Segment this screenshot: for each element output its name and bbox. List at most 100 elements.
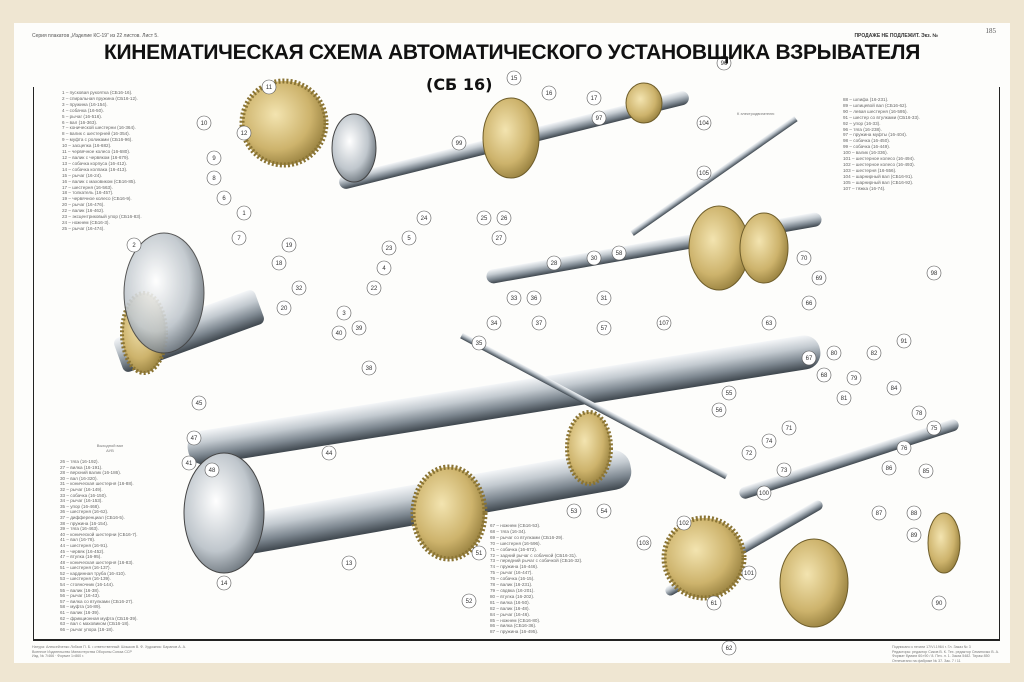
legend-entry: 57 – вилка со втулками (СБ16-27). xyxy=(60,598,134,604)
callout-circle xyxy=(291,280,307,296)
callout-number: 44 xyxy=(326,451,333,457)
callout-circle xyxy=(526,290,542,306)
connecting-rod xyxy=(630,116,798,236)
legend-entry: 35 – упор (16-468). xyxy=(60,503,101,509)
legend-entry: 104 – шарнирный вал (СБ16-91). xyxy=(843,173,914,179)
legend-entry: 45 – червяк (16-452). xyxy=(60,548,105,554)
callout-number: 10 xyxy=(201,121,208,127)
not-for-sale-caption: ПРОДАЖЕ НЕ ПОДЛЕЖИТ. Экз. № xyxy=(854,33,938,39)
callout-circle xyxy=(231,230,247,246)
legend-entry: 22 – валик (16-462). xyxy=(62,208,105,214)
legend-entry: 85 – ножнем (СБ16-80). xyxy=(490,617,541,623)
callout-circle xyxy=(401,230,417,246)
callout-number: 104 xyxy=(699,121,710,127)
callout-circle xyxy=(476,210,492,226)
callout-number: 107 xyxy=(659,321,670,327)
legend-entry: 1 – пусковая рукоятка (СБ16-16). xyxy=(62,90,133,95)
callout-number: 79 xyxy=(851,376,858,382)
callout-number: 57 xyxy=(601,326,608,332)
legend-entry: 15 – рычаг (16-24). xyxy=(62,172,103,178)
legend-entry: 70 – шестерня (16-596). xyxy=(490,540,541,546)
callout-number: 35 xyxy=(476,341,483,347)
callout-number: 17 xyxy=(591,96,598,102)
callout-number: 58 xyxy=(616,251,623,257)
callout-circle xyxy=(191,395,207,411)
callout-number: 53 xyxy=(571,509,578,515)
callout-number: 41 xyxy=(186,461,193,467)
legend-entry: 78 – валик (16-231). xyxy=(490,582,533,588)
callout-circle xyxy=(776,462,792,478)
callout-number: 4 xyxy=(382,266,386,272)
callout-circle xyxy=(836,390,852,406)
callout-circle xyxy=(918,463,934,479)
legend-entry: 76 – собачка (16-15). xyxy=(490,576,535,582)
legend-entry: 10 – засцепка (16-682). xyxy=(62,143,112,149)
legend-entry: 99 – собачка (16-449). xyxy=(843,144,891,150)
callout-circle xyxy=(216,190,232,206)
right-lower-shaft xyxy=(739,419,959,499)
legend-entry: 30 – вал (16-320). xyxy=(60,475,98,481)
legend-entry: 26 – тяга (16-192). xyxy=(60,459,99,464)
lower-right-disc xyxy=(779,538,849,628)
callout-circle xyxy=(811,270,827,286)
legend-entry: 103 – шестерня (16-556). xyxy=(843,167,897,173)
legend-entry: 90 – левая шестерня (16-595). xyxy=(843,108,908,114)
legend-entry: 72 – задний рычаг с собачкой (СБ16-31). xyxy=(490,552,577,558)
legend-entry: 5 – рычаг (16-516). xyxy=(62,113,103,119)
legend-entry: 84 – рычаг (16-46). xyxy=(490,611,531,617)
callout-circle xyxy=(236,125,252,141)
callout-number: 31 xyxy=(601,296,608,302)
callout-number: 55 xyxy=(726,391,733,397)
legend-entry: 96 – тяга (16-238). xyxy=(843,126,882,132)
callout-circle xyxy=(471,335,487,351)
callout-circle xyxy=(361,360,377,376)
callout-circle xyxy=(181,455,197,471)
callout-number: 30 xyxy=(591,256,598,262)
legend-entry: 19 – червячное колесо (СБ16-9). xyxy=(62,196,132,202)
callout-number: 28 xyxy=(551,261,558,267)
flywheel-housing xyxy=(331,113,377,183)
callout-circle xyxy=(721,640,737,656)
legend-entry: 4 – собачка (16-50). xyxy=(62,107,104,113)
callout-circle xyxy=(461,593,477,609)
poster-subtitle: (СБ 16) xyxy=(426,75,493,94)
callout-circle xyxy=(636,535,652,551)
legend-entry: 36 – шестерня (16-62). xyxy=(60,509,109,515)
callout-circle xyxy=(186,430,202,446)
callout-circle xyxy=(711,402,727,418)
callout-number: 86 xyxy=(886,466,893,472)
legend-entry: 55 – валик (16-38). xyxy=(60,587,100,593)
callout-circle xyxy=(926,265,942,281)
callout-number: 5 xyxy=(407,236,411,242)
legend-entry: 100 – валик (16-336). xyxy=(843,150,888,156)
callout-circle xyxy=(761,433,777,449)
legend-entry: 52 – кардинная труба (16-410). xyxy=(60,570,126,576)
callout-number: 70 xyxy=(801,256,808,262)
callout-number: 99 xyxy=(456,141,463,147)
legend-entry: 33 – собачка (16-150). xyxy=(60,492,108,498)
legend-entry: 32 – рычаг (16-149). xyxy=(60,486,103,492)
callout-circle xyxy=(586,90,602,106)
legend-entry: 97 – пружина муфты (16-404). xyxy=(843,132,908,138)
callout-circle xyxy=(756,485,772,501)
callout-circle xyxy=(871,505,887,521)
callout-number: 45 xyxy=(196,401,203,407)
callout-circle xyxy=(906,505,922,521)
callout-circle xyxy=(706,595,722,611)
callout-circle xyxy=(216,575,232,591)
callout-circle xyxy=(721,385,737,401)
top-bevel-gear xyxy=(625,82,663,124)
callout-number: 71 xyxy=(786,426,793,432)
legend-entry: Редакторы: редактор Сиков В. К. Тех. ред… xyxy=(892,649,1000,654)
page-number: 185 xyxy=(985,27,997,35)
callout-circle xyxy=(506,290,522,306)
callout-circle xyxy=(351,320,367,336)
series-caption: Серия плакатов „Изделие КС-19“ из 22 лис… xyxy=(32,33,159,39)
callout-circle xyxy=(566,503,582,519)
callout-number: 62 xyxy=(726,646,733,652)
legend-entry: 16 – валик с маховиком (СБ16-85). xyxy=(62,178,137,184)
callout-circle xyxy=(206,170,222,186)
poster-title: КИНЕМАТИЧЕСКАЯ СХЕМА АВТОМАТИЧЕСКОГО УСТ… xyxy=(103,41,921,64)
callout-circle xyxy=(801,350,817,366)
